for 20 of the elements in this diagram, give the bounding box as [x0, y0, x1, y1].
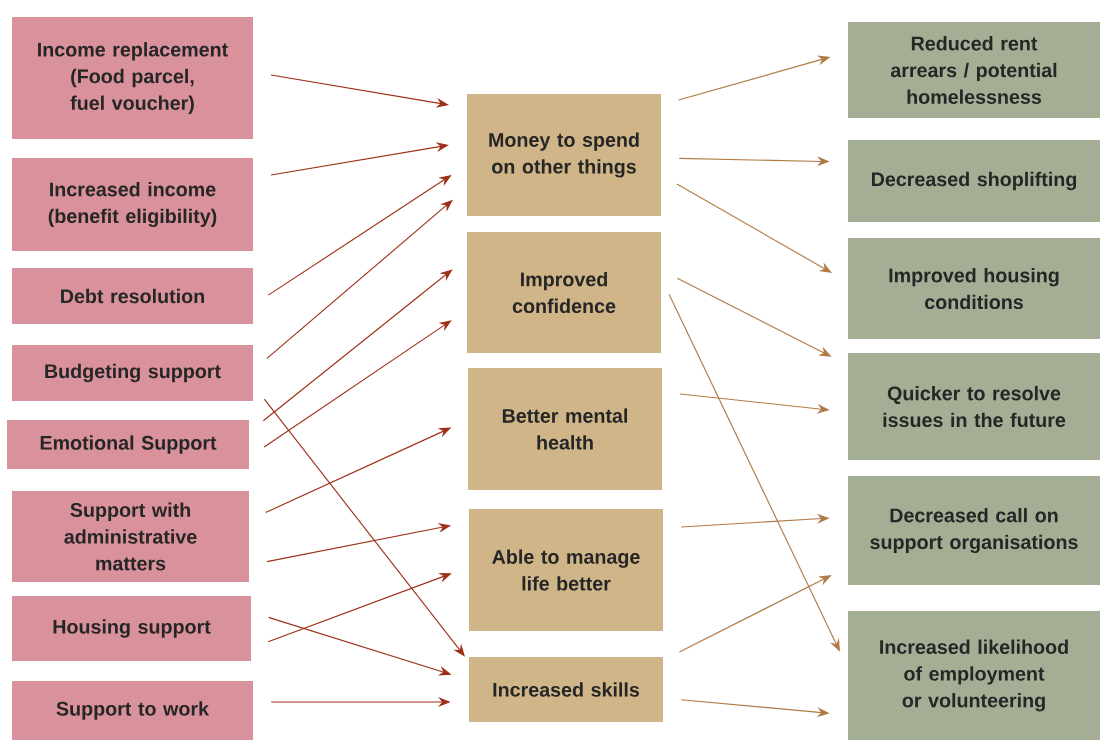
arrow — [263, 320, 452, 448]
outcome-box: Money to spend on other things — [467, 94, 661, 216]
outcome-box: Improved confidence — [467, 232, 661, 353]
outcome-box: Increased skills — [469, 657, 663, 723]
outcome-box: Able to manage life better — [469, 509, 663, 631]
outcome-box: Quicker to resolve issues in the future — [848, 353, 1100, 460]
outcome-box: Reduced rent arrears / potential homelessness — [848, 22, 1100, 118]
outcome-box: Emotional Support — [7, 420, 249, 470]
outcome-box: Decreased call on support organisations — [848, 476, 1100, 586]
outcome-box: Budgeting support — [12, 345, 253, 401]
outcome-box: Support with administrative matters — [12, 491, 249, 583]
outcome-box: Debt resolution — [12, 268, 253, 324]
outcome-box: Increased income (benefit eligibility) — [12, 158, 253, 252]
outcome-box: Increased likelihood of employment or volunteering — [848, 611, 1100, 740]
outcome-box: Better mental health — [468, 368, 662, 490]
outcome-box: Support to work — [12, 681, 253, 740]
outcome-box: Income replacement (Food parcel, fuel voucher) — [12, 17, 253, 139]
outcome-box: Improved housing conditions — [848, 238, 1100, 340]
outcome-box: Housing support — [12, 596, 251, 662]
outcome-box: Decreased shoplifting — [848, 140, 1100, 222]
